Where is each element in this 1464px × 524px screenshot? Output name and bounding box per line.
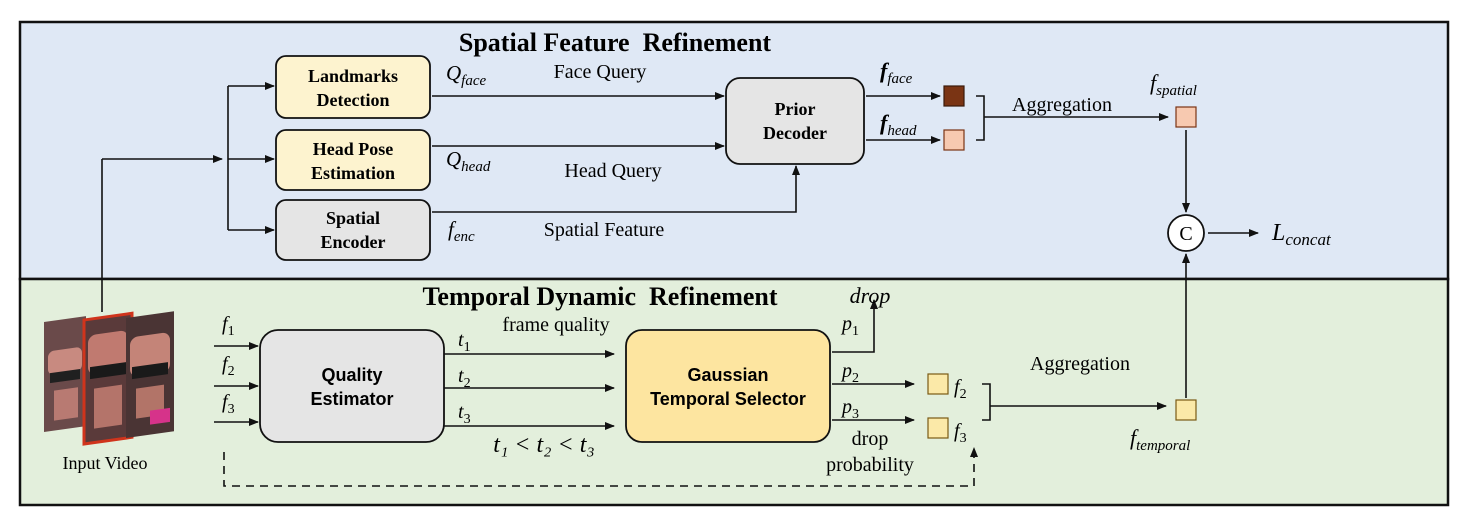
- out-f2-square: [927, 373, 949, 395]
- quality-estimator-box: [259, 329, 445, 443]
- temporal-connectors: [214, 299, 1167, 487]
- spatial-connectors: [101, 82, 1259, 398]
- probability-label: probability: [826, 454, 914, 476]
- concat-circle: [1167, 214, 1205, 252]
- input-video-label: Input Video: [62, 453, 147, 473]
- temporal-aggregation-label: Aggregation: [1030, 353, 1130, 375]
- landmarks-line1: Landmarks: [308, 66, 398, 86]
- spatial-encoder-box: [275, 199, 431, 261]
- prior-decoder-box: [725, 77, 865, 165]
- head-pose-estimation-box: [275, 129, 431, 191]
- f-head-label: fhead: [880, 110, 917, 139]
- out-f3-square: [927, 417, 949, 439]
- drop-top-label: drop: [850, 283, 891, 308]
- spatial-title: Spatial Feature Refinement: [459, 28, 772, 57]
- face-query-label: Face Query: [554, 61, 647, 83]
- landmarks-line2: Detection: [317, 90, 390, 110]
- landmarks-detection-box: [275, 55, 431, 119]
- prior-line2: Decoder: [763, 123, 827, 143]
- spatial-aggregation-label: Aggregation: [1012, 94, 1112, 116]
- q-face-label: Qface: [446, 61, 486, 89]
- prior-line1: Prior: [775, 99, 816, 119]
- drop-bottom-label: drop: [852, 428, 889, 450]
- head-query-label: Head Query: [564, 160, 661, 182]
- encoder-line2: Encoder: [321, 232, 386, 252]
- gaussian-temporal-selector-box: [625, 329, 831, 443]
- f-spatial-square: [1175, 106, 1197, 128]
- headpose-line2: Estimation: [311, 163, 395, 183]
- t2-label: t2: [458, 365, 471, 391]
- quality-line2: Estimator: [310, 389, 393, 409]
- encoder-line1: Spatial: [326, 208, 380, 228]
- t3-label: t3: [458, 401, 471, 427]
- f-face-square: [943, 85, 965, 107]
- out-f2-label: f2: [954, 376, 967, 402]
- input-f1: f1: [222, 313, 235, 339]
- f-temporal-square: [1175, 399, 1197, 421]
- quality-line1: Quality: [321, 365, 382, 385]
- f-enc-label: fenc: [448, 217, 475, 245]
- f-spatial-label: fspatial: [1150, 70, 1197, 99]
- p1-label: p1: [840, 313, 859, 339]
- f-temporal-label: ftemporal: [1130, 425, 1190, 454]
- f-face-label: fface: [880, 58, 913, 87]
- q-head-label: Qhead: [446, 147, 491, 175]
- input-video-frames: [44, 311, 174, 446]
- spatial-feature-label: Spatial Feature: [544, 219, 665, 241]
- headpose-line1: Head Pose: [313, 139, 394, 159]
- input-f2: f2: [222, 353, 235, 379]
- ordering-label: t₁ < t₂ < t₃: [493, 432, 594, 458]
- p2-label: p2: [840, 360, 859, 386]
- out-f3-label: f3: [954, 420, 967, 446]
- temporal-title: Temporal Dynamic Refinement: [422, 282, 777, 311]
- frame-quality-label: frame quality: [502, 314, 609, 336]
- gaussian-line1: Gaussian: [687, 365, 768, 385]
- l-concat-label: Lconcat: [1271, 220, 1332, 249]
- concat-symbol: C: [1179, 223, 1192, 245]
- p3-label: p3: [840, 396, 859, 422]
- input-f3: f3: [222, 391, 235, 417]
- gaussian-line2: Temporal Selector: [650, 389, 806, 409]
- f-head-square: [943, 129, 965, 151]
- t1-label: t1: [458, 329, 471, 355]
